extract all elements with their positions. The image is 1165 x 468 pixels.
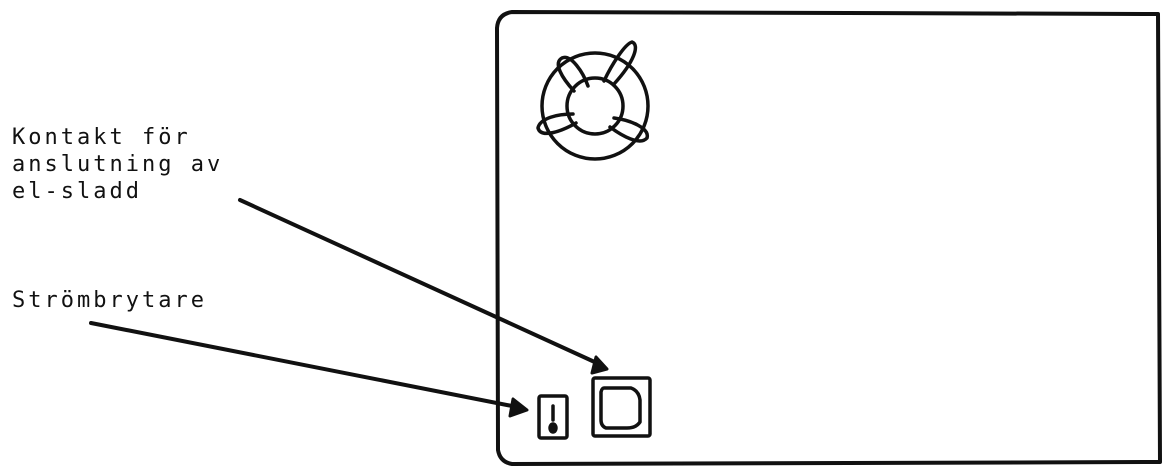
power-switch-label-text: Strömbrytare [12, 288, 207, 313]
switch-pointer-arrow [89, 321, 529, 418]
power-connector-label-line-2: anslutning av [12, 152, 224, 177]
power-switch-icon [537, 394, 569, 440]
power-connector-label-line-1: Kontakt för [12, 125, 191, 150]
power-socket-icon [591, 376, 652, 438]
power-connector-label: Kontakt för anslutning av el-sladd [12, 124, 223, 205]
connector-pointer-arrow [238, 198, 609, 375]
power-switch-label: Strömbrytare [12, 287, 207, 314]
device-panel-outline [495, 10, 1162, 466]
power-connector-label-line-3: el-sladd [12, 179, 142, 204]
fan-icon [536, 40, 650, 161]
